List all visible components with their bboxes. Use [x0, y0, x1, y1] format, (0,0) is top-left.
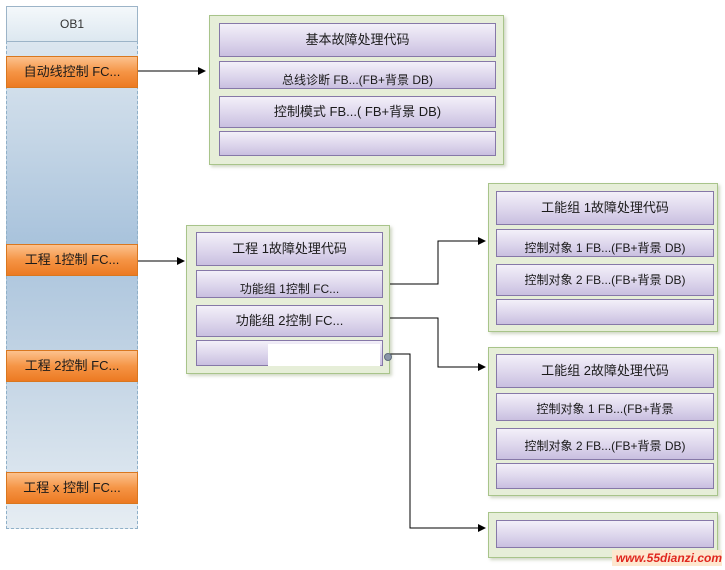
panel-group1-row-object1[interactable]: 控制对象 1 FB...(FB+背景 DB) — [496, 229, 714, 257]
panel-group2-row-object2[interactable]: 控制对象 2 FB...(FB+背景 DB) — [496, 428, 714, 460]
panel-group1-row-object2[interactable]: 控制对象 2 FB...(FB+背景 DB) — [496, 264, 714, 296]
arrow-group2-connector — [390, 317, 486, 371]
arrow-group1-connector — [390, 237, 486, 285]
arrow-extra-connector — [388, 353, 486, 532]
panel-extra-row-empty[interactable] — [496, 520, 714, 548]
ob1-header: OB1 — [6, 6, 138, 42]
panel-project1-row-group1[interactable]: 功能组 1控制 FC... — [196, 270, 383, 298]
panel-project1-row-group2[interactable]: 功能组 2控制 FC... — [196, 305, 383, 337]
ob1-item-project2-fc[interactable]: 工程 2控制 FC... — [6, 350, 138, 382]
panel-basic-title[interactable]: 基本故障处理代码 — [219, 23, 496, 57]
panel-group2-row-empty[interactable] — [496, 463, 714, 489]
panel-project1-occluder — [268, 344, 380, 366]
ob1-item-project1-fc[interactable]: 工程 1控制 FC... — [6, 244, 138, 276]
panel-basic-row-empty[interactable] — [219, 131, 496, 156]
panel-basic-row-control-mode[interactable]: 控制模式 FB...( FB+背景 DB) — [219, 96, 496, 128]
panel-basic-row-bus-diagnostic[interactable]: 总线诊断 FB...(FB+背景 DB) — [219, 61, 496, 89]
ob1-item-projectx-fc[interactable]: 工程 x 控制 FC... — [6, 472, 138, 504]
site-watermark: www.55dianzi.com — [612, 550, 722, 566]
panel-group2-title[interactable]: 工能组 2故障处理代码 — [496, 354, 714, 388]
panel-group1-row-empty[interactable] — [496, 299, 714, 325]
ob1-item-auto-line-fc[interactable]: 自动线控制 FC... — [6, 56, 138, 88]
panel-project1-title[interactable]: 工程 1故障处理代码 — [196, 232, 383, 266]
panel-group2-row-object1[interactable]: 控制对象 1 FB...(FB+背景 — [496, 393, 714, 421]
panel-group1-title[interactable]: 工能组 1故障处理代码 — [496, 191, 714, 225]
